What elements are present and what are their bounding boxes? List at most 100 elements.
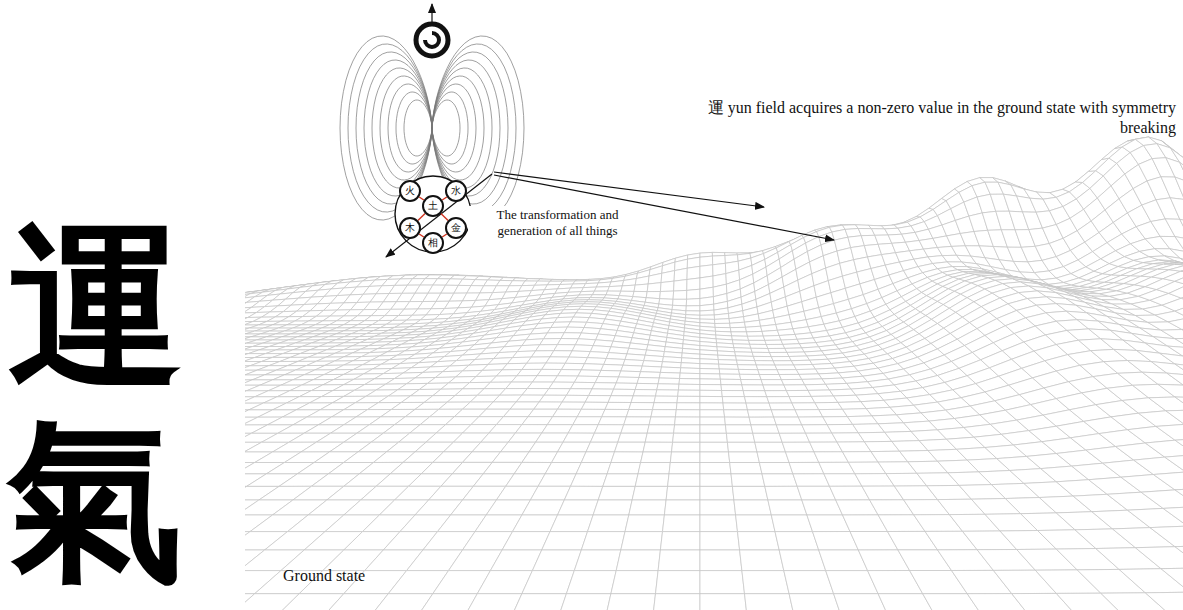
mesh-cell	[802, 425, 832, 434]
mesh-cell	[536, 433, 569, 442]
mesh-cell	[633, 390, 657, 397]
mesh-cell	[730, 327, 746, 332]
mesh-cell	[651, 410, 676, 417]
mesh-cell	[675, 417, 700, 425]
mesh-cell	[722, 397, 746, 404]
mesh-cell	[593, 291, 608, 295]
mesh-cell	[661, 271, 675, 283]
mesh-cell	[647, 425, 674, 433]
mesh-cell	[554, 345, 576, 351]
mesh-cell	[635, 276, 649, 285]
mesh-cell	[618, 433, 647, 442]
mesh-cell	[700, 315, 715, 319]
mesh-cell	[766, 344, 785, 348]
mesh-cell	[615, 442, 646, 452]
mesh-cell	[608, 286, 623, 291]
mesh-cell	[741, 380, 763, 386]
mesh-cell	[753, 356, 773, 360]
mesh-cell	[715, 319, 730, 324]
mesh-cell	[771, 357, 791, 361]
mesh-cell	[565, 357, 587, 364]
mesh-cell	[770, 352, 790, 356]
mesh-cell	[680, 373, 700, 379]
mesh-cell	[571, 382, 596, 389]
mesh-cell	[1175, 338, 1183, 348]
mesh-cell	[700, 379, 721, 385]
mesh-cell	[746, 403, 771, 410]
mesh-cell	[539, 395, 566, 402]
mesh-cell	[658, 378, 680, 384]
mesh-cell	[621, 285, 635, 291]
mesh-cell	[581, 402, 608, 409]
mesh-cell	[1181, 266, 1183, 273]
mesh-cell	[700, 369, 720, 375]
mesh-cell	[700, 442, 729, 452]
mesh-cell	[573, 417, 602, 425]
mesh-cell	[676, 403, 700, 410]
mesh-cell	[562, 395, 589, 402]
mesh-cell	[608, 396, 633, 403]
mesh-cell	[786, 390, 811, 396]
mesh-cell	[558, 402, 586, 409]
mesh-cell	[581, 364, 603, 371]
mesh-cell	[748, 336, 765, 340]
mesh-cell	[700, 396, 723, 403]
mesh-cell	[645, 433, 673, 442]
mesh-cell	[594, 425, 623, 434]
mesh-cell	[643, 442, 673, 452]
mesh-cell	[585, 358, 607, 365]
mesh-cell	[586, 442, 618, 452]
mesh-cell	[755, 361, 775, 366]
mesh-cell	[796, 369, 818, 374]
mesh-cell	[700, 425, 726, 433]
mesh-cell	[730, 322, 746, 328]
mesh-cell	[660, 291, 674, 299]
mesh-cell	[562, 363, 585, 370]
mesh-cell	[544, 389, 570, 396]
mesh-cell	[601, 364, 623, 371]
mesh-cell	[775, 365, 796, 370]
mesh-cell	[747, 331, 764, 336]
mesh-cell	[649, 417, 675, 425]
mesh-cell	[574, 376, 598, 383]
mesh-cell	[700, 390, 722, 396]
mesh-cell	[592, 383, 616, 390]
mesh-cell	[656, 390, 679, 397]
mesh-cell	[723, 403, 748, 410]
mesh-cell	[674, 268, 687, 281]
mesh-cell	[779, 374, 802, 379]
mesh-cell	[1158, 384, 1183, 397]
mesh-cell	[567, 322, 586, 328]
mesh-cell	[674, 425, 700, 433]
mesh-cell	[721, 385, 743, 391]
mesh-cell	[743, 391, 767, 397]
mesh-cell	[765, 391, 789, 397]
mesh-cell	[639, 372, 661, 378]
mesh-cell	[763, 336, 781, 341]
mesh-cell	[784, 385, 808, 391]
mesh-cell	[605, 402, 631, 409]
mesh-cell	[762, 330, 779, 336]
mesh-cell	[777, 370, 799, 375]
mesh-cell	[748, 410, 774, 417]
mesh-cell	[700, 310, 714, 315]
mesh-cell	[1175, 397, 1183, 411]
mesh-cell	[677, 396, 700, 403]
mesh-cell	[749, 340, 767, 344]
mesh-cell	[774, 417, 802, 425]
mesh-cell	[726, 433, 754, 442]
mesh-cell	[631, 396, 656, 403]
mesh-cell	[1169, 285, 1183, 298]
mesh-cell	[756, 365, 777, 370]
mesh-cell	[767, 397, 792, 404]
mesh-cell	[687, 266, 700, 279]
mesh-cell	[1169, 265, 1183, 271]
mesh-cell	[598, 417, 626, 425]
mesh-cell	[549, 382, 574, 389]
mesh-cell	[635, 383, 658, 389]
mesh-cell	[553, 409, 582, 417]
mesh-cell	[799, 374, 822, 380]
mesh-cell	[622, 279, 636, 286]
mesh-cell	[621, 425, 649, 433]
mesh-cell	[647, 283, 661, 292]
